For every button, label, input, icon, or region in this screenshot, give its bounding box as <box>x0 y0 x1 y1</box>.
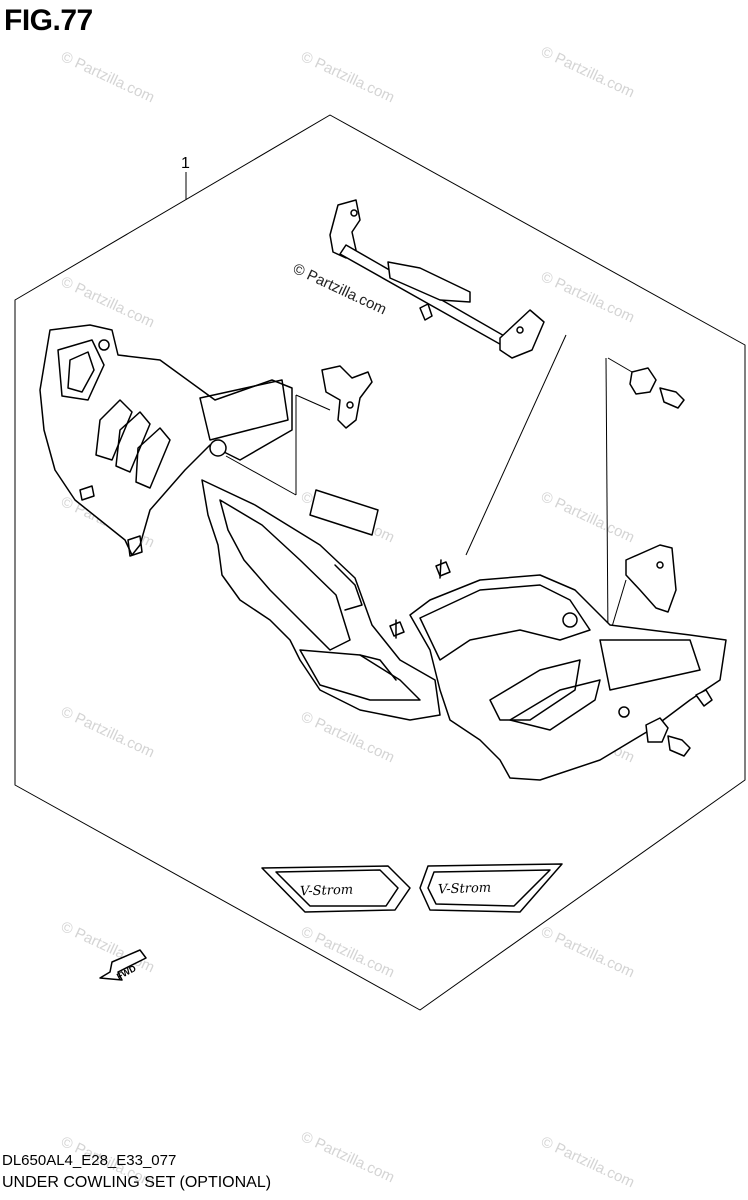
left-cowl-leader <box>225 455 297 496</box>
callout-number: 1 <box>181 155 190 172</box>
grommet-lower <box>645 717 691 757</box>
emblem-right: V-Strom <box>419 863 563 913</box>
left-bracket-leader <box>295 394 331 411</box>
crossbar-leader <box>465 334 567 556</box>
emblem-text: V-Strom <box>438 881 492 898</box>
figure-title: FIG.77 <box>4 4 93 37</box>
model-code: DL650AL4_E28_E33_077 <box>2 1152 177 1169</box>
watermark: © Partzilla.com <box>58 918 157 976</box>
screw <box>435 559 451 579</box>
watermark: © Partzilla.com <box>538 1133 637 1191</box>
watermark: © Partzilla.com <box>58 48 157 106</box>
emblem-text: V-Strom <box>300 883 354 900</box>
watermark: © Partzilla.com <box>538 488 637 546</box>
right-bracket <box>607 544 677 641</box>
watermark: © Partzilla.com <box>298 708 397 766</box>
watermark: © Partzilla.com <box>538 43 637 101</box>
emblem-left: V-Strom <box>261 865 411 913</box>
foam-pad <box>309 489 379 536</box>
watermark: © Partzilla.com <box>298 923 397 981</box>
screw <box>389 619 405 639</box>
watermark: © Partzilla.com <box>298 48 397 106</box>
center-skid-plate <box>201 479 441 721</box>
left-bracket <box>321 365 373 429</box>
kit-boundary <box>14 114 746 1011</box>
mounting-crossbar <box>329 199 545 359</box>
section-caption: UNDER COWLING SET (OPTIONAL) <box>2 1174 272 1191</box>
screw <box>695 689 713 707</box>
left-side-cowl <box>39 324 293 557</box>
grommet-upper <box>607 357 685 409</box>
right-leader <box>605 357 609 641</box>
watermark: © Partzilla.com <box>58 703 157 761</box>
watermark: © Partzilla.com <box>298 1128 397 1186</box>
watermark: © Partzilla.com <box>538 923 637 981</box>
watermark: © Partzilla.com <box>58 273 157 331</box>
